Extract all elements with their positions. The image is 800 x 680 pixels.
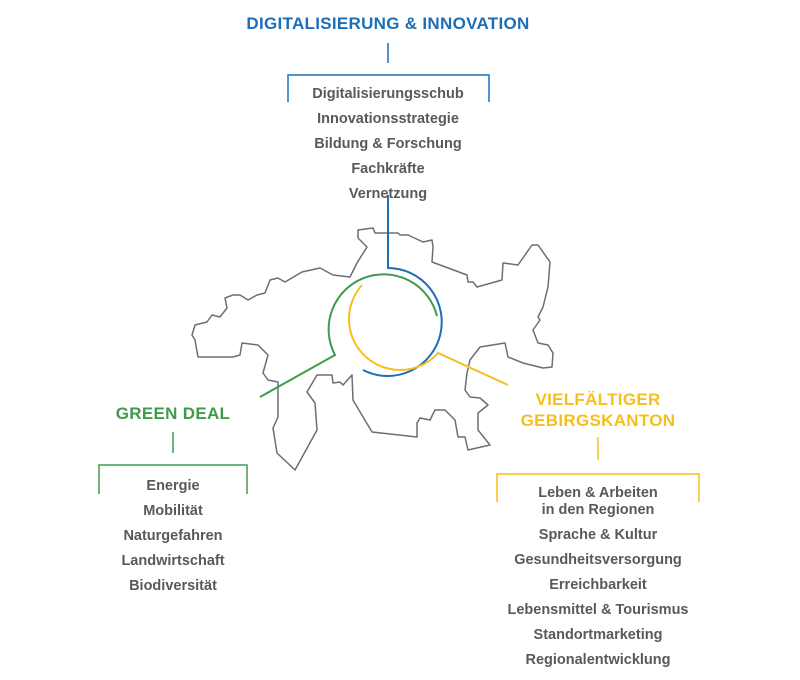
yellow-bracket xyxy=(496,473,700,502)
mountain-list: Leben & Arbeiten in den Regionen Sprache… xyxy=(478,481,718,673)
green-list: Energie Mobilität Naturgefahren Landwirt… xyxy=(80,474,266,599)
blue-connector-line xyxy=(362,195,443,377)
list-item-line: Leben & Arbeiten xyxy=(538,485,658,501)
list-item: Landwirtschaft xyxy=(121,553,225,569)
list-item-line: in den Regionen xyxy=(541,502,655,518)
canton-outline xyxy=(191,227,554,471)
list-item: Standortmarketing xyxy=(533,627,663,643)
list-item: Mobilität xyxy=(143,503,203,519)
list-item: Leben & Arbeiten in den Regionen xyxy=(478,481,718,523)
list-item: Biodiversität xyxy=(129,578,217,594)
list-item: Innovationsstrategie xyxy=(317,111,459,127)
mountain-title-line2: GEBIRGSKANTON xyxy=(520,411,676,430)
list-item: Naturgefahren xyxy=(123,528,223,544)
green-bracket xyxy=(98,464,248,494)
yellow-connector-line xyxy=(348,284,509,386)
list-item: Lebensmittel & Tourismus xyxy=(507,602,689,618)
mountain-title-line1: VIELFÄLTIGER xyxy=(535,390,661,409)
digital-title: DIGITALISIERUNG & INNOVATION xyxy=(246,14,530,33)
list-item: Regionalentwicklung xyxy=(525,652,671,668)
mountain-title: VIELFÄLTIGER GEBIRGSKANTON xyxy=(498,389,698,431)
green-connector-line xyxy=(259,273,438,398)
blue-bracket xyxy=(287,74,490,102)
list-item: Bildung & Forschung xyxy=(314,136,462,152)
list-item: Vernetzung xyxy=(348,186,428,202)
list-item: Gesundheitsversorgung xyxy=(514,552,682,568)
green-title: GREEN DEAL xyxy=(115,404,231,423)
digital-list: Digitalisierungsschub Innovationsstrateg… xyxy=(260,82,516,207)
list-item: Fachkräfte xyxy=(351,161,425,177)
list-item: Digitalisierungsschub xyxy=(312,86,464,102)
list-item: Sprache & Kultur xyxy=(538,527,658,543)
list-item: Erreichbarkeit xyxy=(549,577,647,593)
list-item: Energie xyxy=(146,478,200,494)
